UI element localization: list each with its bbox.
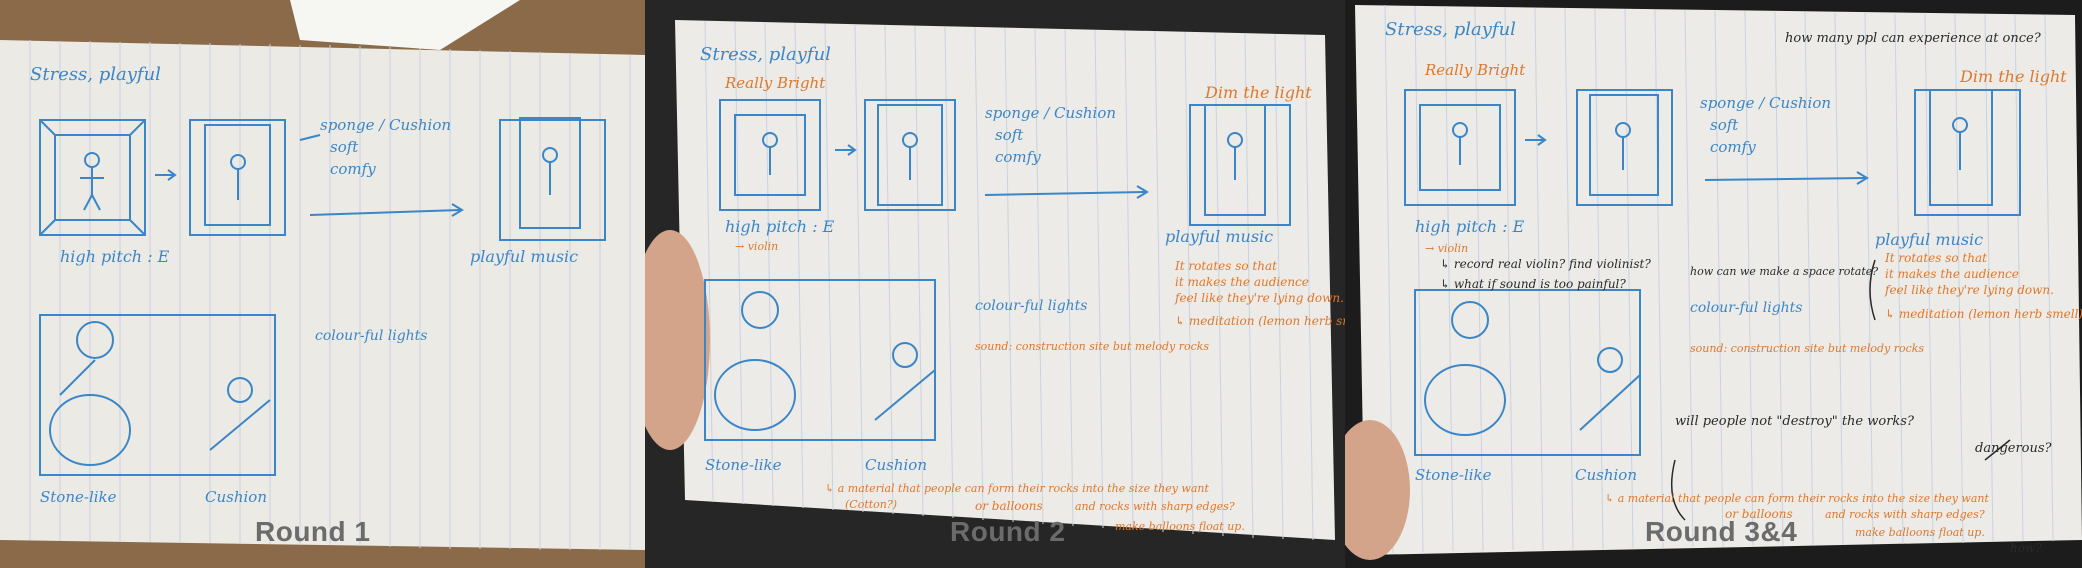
note-dim: Dim the light: [1959, 67, 2067, 86]
note-material-1: ↳ a material that people can form their …: [825, 482, 1209, 495]
note-cushion: Cushion: [205, 488, 267, 506]
heading-text: Stress, playful: [30, 64, 161, 85]
note-cushion: Cushion: [865, 456, 927, 474]
note-violin: → violin: [1425, 242, 1468, 255]
panel-round-2: Stress, playful Really Bright Dim the li…: [645, 0, 1345, 568]
note-space: make balloons float up.: [1115, 520, 1245, 533]
note-comfy: comfy: [1710, 138, 1756, 156]
note-toopainful: ↳ what if sound is too painful?: [1440, 277, 1626, 291]
note-record: ↳ record real violin? find violinist?: [1440, 257, 1651, 271]
note-rotates-3: feel like they're lying down.: [1884, 283, 2054, 297]
note-stone: Stone-like: [705, 456, 782, 474]
note-material-2: (Cotton?): [845, 498, 897, 511]
panel-round-1: Stress, playful sponge / Cushion: [0, 0, 645, 568]
note-pitch: high pitch : E: [1415, 217, 1525, 236]
note-soft: soft: [995, 126, 1024, 144]
note-soft: soft: [1710, 116, 1739, 134]
note-rotates-1: It rotates so that: [1884, 251, 1987, 265]
note-sponge: sponge / Cushion: [1700, 94, 1831, 112]
note-playful: playful music: [1875, 230, 1983, 249]
sketch-paper-1: Stress, playful sponge / Cushion: [0, 0, 645, 568]
note-cushion: Cushion: [1575, 466, 1637, 484]
note-sponge: sponge / Cushion: [320, 116, 451, 134]
note-rocks: and rocks with sharp edges?: [1825, 508, 1985, 521]
note-pitch: high pitch : E: [725, 217, 835, 236]
panel-round-3-4: Stress, playful Really Bright how many p…: [1345, 0, 2082, 568]
note-space: make balloons float up.: [1855, 526, 1985, 539]
note-rotates-2: it makes the audience: [1175, 275, 1309, 289]
note-stone: Stone-like: [40, 488, 117, 506]
heading-text: Stress, playful: [700, 44, 831, 65]
note-material-1: ↳ a material that people can form their …: [1605, 492, 1989, 505]
sketch-paper-2: Stress, playful Really Bright Dim the li…: [645, 0, 1345, 568]
note-howmany: how many ppl can experience at once?: [1785, 31, 2042, 46]
note-rotates-1: It rotates so that: [1174, 259, 1277, 273]
note-rotates-3: feel like they're lying down.: [1174, 291, 1344, 305]
note-meditation: ↳ meditation (lemon herb smell): [1885, 307, 2082, 321]
note-destroy: will people not "destroy" the works?: [1675, 414, 1915, 429]
note-lights: colour-ful lights: [975, 298, 1088, 314]
round-label: Round 3&4: [1645, 516, 1798, 547]
note-soft: soft: [330, 138, 359, 156]
note-sound: sound: construction site but melody rock…: [1690, 342, 1924, 355]
round-label: Round 1: [255, 516, 371, 547]
note-dim: Dim the light: [1204, 83, 1312, 102]
sketch-paper-3: Stress, playful Really Bright how many p…: [1345, 0, 2082, 568]
heading-text: Stress, playful: [1385, 19, 1516, 40]
note-violin: → violin: [735, 240, 778, 253]
note-how: how?: [2010, 541, 2042, 555]
note-sponge: sponge / Cushion: [985, 104, 1116, 122]
note-balloons: or balloons: [975, 499, 1043, 513]
note-howmake: how can we make a space rotate?: [1690, 265, 1878, 278]
round-label: Round 2: [950, 516, 1066, 547]
note-lights: colour-ful lights: [1690, 300, 1803, 316]
note-sound: sound: construction site but melody rock…: [975, 340, 1209, 353]
note-bright: Really Bright: [1424, 61, 1526, 79]
note-meditation: ↳ meditation (lemon herb smell): [1175, 314, 1345, 328]
note-dangerous: dangerous?: [1975, 441, 2053, 456]
note-stone: Stone-like: [1415, 466, 1492, 484]
note-balloons: or balloons: [1725, 507, 1793, 521]
note-rotates-2: it makes the audience: [1885, 267, 2019, 281]
note-playful: playful music: [470, 247, 578, 266]
note-comfy: comfy: [995, 148, 1041, 166]
note-pitch: high pitch : E: [60, 247, 170, 266]
note-playful: playful music: [1165, 227, 1273, 246]
note-comfy: comfy: [330, 160, 376, 178]
note-lights: colour-ful lights: [315, 328, 428, 344]
note-rocks: and rocks with sharp edges?: [1075, 500, 1235, 513]
note-bright: Really Bright: [724, 74, 826, 92]
